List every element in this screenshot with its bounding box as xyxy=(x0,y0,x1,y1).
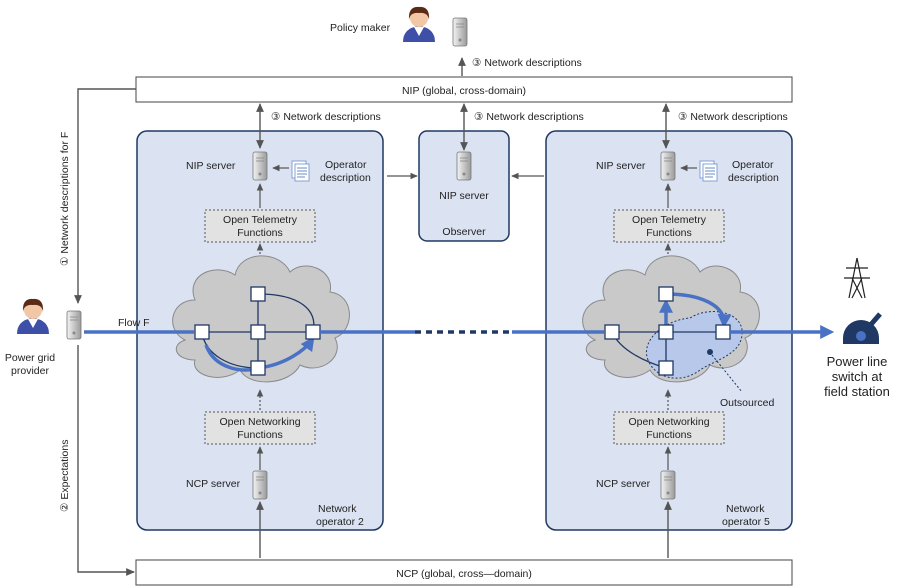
op5-opdesc-line1: Operator xyxy=(732,159,774,171)
switch-label-line1: Power line xyxy=(827,354,888,369)
observer-panel: NIP server Observer xyxy=(418,130,510,242)
op2-node-3 xyxy=(250,324,266,340)
op2-opdesc-line1: Operator xyxy=(325,159,367,171)
switch-label-line2: switch at xyxy=(832,369,883,384)
op5-nip-server: NIP server xyxy=(596,151,676,181)
op2-nip-server-label: NIP server xyxy=(186,160,236,172)
op5-operator-description-icon xyxy=(699,160,718,182)
op5-onf-line1: Open Networking xyxy=(628,416,709,428)
observer-server-icon xyxy=(456,151,472,181)
op5-node-3 xyxy=(658,324,674,340)
policy-maker-person-icon xyxy=(403,6,435,42)
nip-to-provider-line xyxy=(74,88,136,304)
op5-nip-server-label: NIP server xyxy=(596,160,646,172)
provider-person-icon xyxy=(17,298,49,334)
op5-ncp-server-icon xyxy=(660,470,676,500)
op5-otf-line2: Functions xyxy=(646,227,692,239)
operator2-name-line1: Network xyxy=(318,503,357,515)
op2-open-telemetry-box: Open Telemetry Functions xyxy=(204,209,316,243)
operator2-name-line2: operator 2 xyxy=(316,516,364,528)
op2-otf-line1: Open Telemetry xyxy=(223,214,298,226)
op2-ncp-server-label: NCP server xyxy=(186,478,241,490)
policy-maker-server-icon xyxy=(452,17,468,47)
power-grid-provider: Power grid provider xyxy=(5,298,82,377)
op2-opdesc-line2: description xyxy=(320,172,371,184)
op2-nip-server: NIP server xyxy=(186,151,268,181)
vertical-expectations-label: ② Expectations xyxy=(59,440,71,512)
operator5-name-line1: Network xyxy=(726,503,765,515)
operator5-name-line2: operator 5 xyxy=(722,516,770,528)
transmission-tower-icon xyxy=(844,257,870,299)
op5-node-1 xyxy=(604,324,620,340)
op5-node-5 xyxy=(658,360,674,376)
op2-nip-server-icon xyxy=(252,151,268,181)
op5-open-telemetry-box: Open Telemetry Functions xyxy=(613,209,725,243)
op2-node-4 xyxy=(305,324,321,340)
ncp-global-bar: NCP (global, cross—domain) xyxy=(135,559,793,586)
op5-ncp-server: NCP server xyxy=(596,470,676,500)
op2-ncp-server: NCP server xyxy=(186,470,268,500)
net-desc-left-label: ③ Network descriptions xyxy=(271,111,381,123)
net-desc-mid-label: ③ Network descriptions xyxy=(474,111,584,123)
op5-topology xyxy=(604,286,743,393)
net-desc-right-label: ③ Network descriptions xyxy=(678,111,788,123)
net-desc-top-label: ③ Network descriptions xyxy=(472,57,582,69)
op2-onf-line1: Open Networking xyxy=(219,416,300,428)
op5-outsourced-label: Outsourced xyxy=(720,397,774,409)
op5-node-2 xyxy=(658,286,674,302)
nip-global-label: NIP (global, cross-domain) xyxy=(402,85,526,97)
nip-global-bar: NIP (global, cross-domain) xyxy=(135,76,793,103)
provider-label-line1: Power grid xyxy=(5,352,55,364)
op2-topology xyxy=(194,286,321,376)
observer-name: Observer xyxy=(442,226,486,238)
vertical-network-desc-label: ① Network descriptions for F xyxy=(59,132,71,266)
op2-onf-line2: Functions xyxy=(237,429,283,441)
op2-ncp-server-icon xyxy=(252,470,268,500)
op5-nip-server-icon xyxy=(660,151,676,181)
observer-nip-server-label: NIP server xyxy=(439,190,489,202)
op2-otf-line2: Functions xyxy=(237,227,283,239)
switch-label-line3: field station xyxy=(824,384,890,399)
op2-operator-description-icon xyxy=(291,160,310,182)
power-switch-icon xyxy=(843,312,882,344)
policy-maker-label: Policy maker xyxy=(330,22,391,34)
policy-maker: Policy maker xyxy=(330,6,468,47)
op2-open-networking-box: Open Networking Functions xyxy=(204,411,316,445)
provider-to-ncp-line xyxy=(77,345,135,576)
op2-node-5 xyxy=(250,360,266,376)
op5-opdesc-line2: description xyxy=(728,172,779,184)
op5-onf-line2: Functions xyxy=(646,429,692,441)
flow-f: Flow F xyxy=(84,317,835,339)
op5-open-networking-box: Open Networking Functions xyxy=(613,411,725,445)
provider-server-icon xyxy=(66,310,82,340)
op5-node-4 xyxy=(715,324,731,340)
flow-label: Flow F xyxy=(118,317,150,329)
op5-otf-line1: Open Telemetry xyxy=(632,214,707,226)
provider-label-line2: provider xyxy=(11,365,49,377)
op2-node-2 xyxy=(250,286,266,302)
op5-ncp-server-label: NCP server xyxy=(596,478,651,490)
op2-node-1 xyxy=(194,324,210,340)
ncp-global-label: NCP (global, cross—domain) xyxy=(396,568,532,580)
